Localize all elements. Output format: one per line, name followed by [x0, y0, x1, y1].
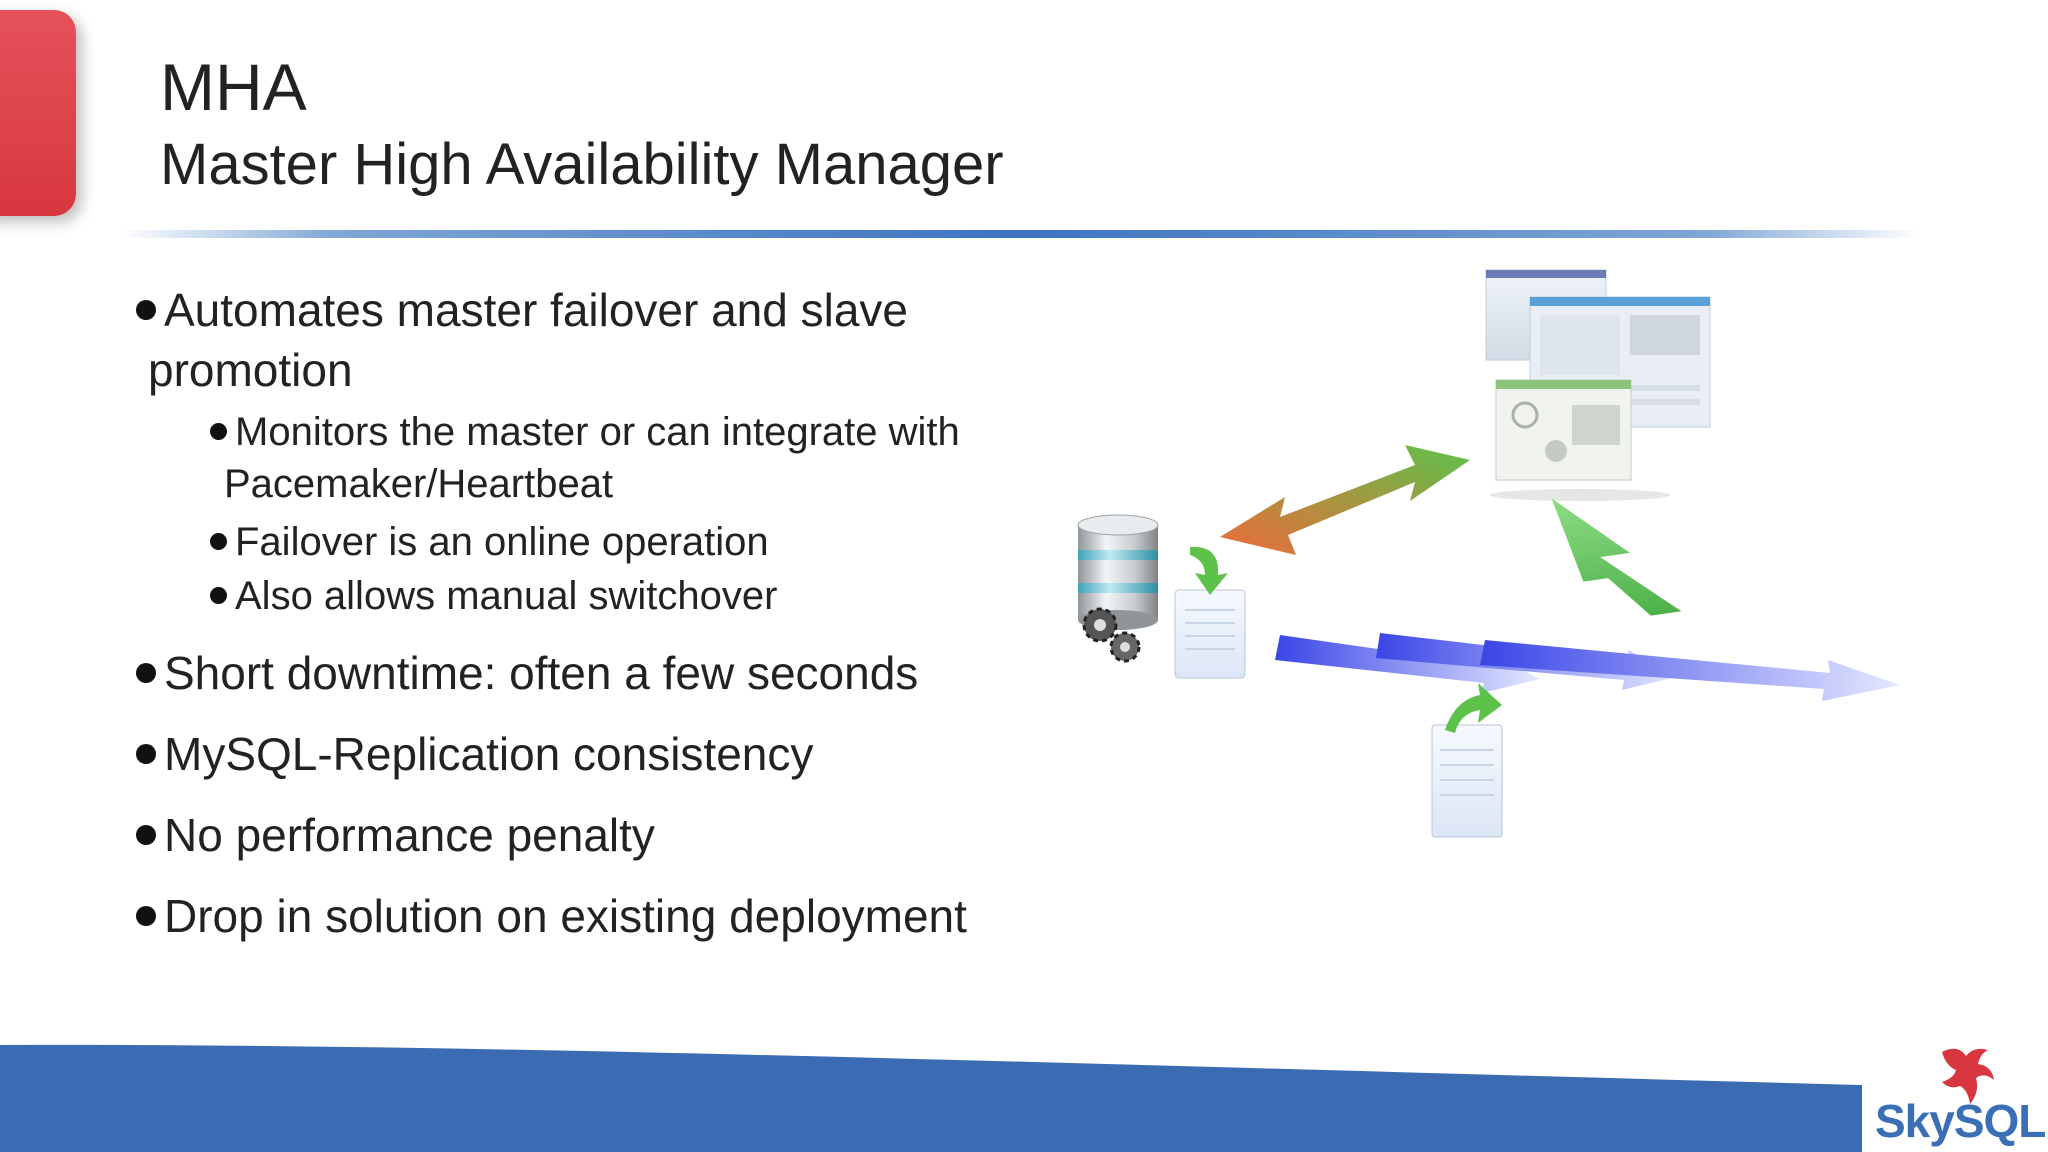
- bullet-dot: [210, 422, 227, 440]
- bullet-dot: [136, 743, 156, 764]
- bullet-dot: [210, 586, 227, 604]
- subbullet-monitors: Monitors the master or can integrate wit…: [210, 406, 960, 510]
- bullet-dot: [136, 299, 156, 320]
- bullet-dot: [136, 662, 156, 683]
- bullet-automates: Automates master failover and slave prom…: [136, 280, 908, 400]
- replication-diagram: [1077, 269, 1900, 838]
- bullet-dot: [210, 532, 227, 550]
- bullet-no-penalty: No performance penalty: [136, 805, 655, 865]
- replication-arrow-icon: [1275, 633, 1900, 701]
- logo-text: SkySQL: [1875, 1095, 2046, 1147]
- seal-logo-icon: [1942, 1048, 1994, 1104]
- bullet-replication-consistency: MySQL-Replication consistency: [136, 724, 813, 784]
- title-divider: [120, 230, 1920, 238]
- promote-arrow-icon: [1551, 498, 1682, 616]
- master-binlog-notepad-icon: [1174, 546, 1246, 679]
- footer-band: [0, 1044, 2048, 1152]
- bullet-list: Automates master failover and slave prom…: [0, 0, 1100, 1000]
- monitor-window-icon: [1485, 269, 1711, 501]
- slide-subtitle: Master High Availability Manager: [160, 132, 1004, 197]
- subbullet-failover-online: Failover is an online operation: [210, 516, 769, 568]
- bullet-dot: [136, 905, 156, 926]
- red-accent-tab: [0, 10, 76, 216]
- slave-database-icon: [1431, 683, 1503, 838]
- slide-title: MHA: [160, 50, 307, 124]
- bullet-dot: [136, 824, 156, 845]
- failover-arrow-icon: [1220, 445, 1470, 555]
- bullet-drop-in: Drop in solution on existing deployment: [136, 886, 967, 946]
- master-database-icon: [1077, 514, 1159, 663]
- subbullet-manual-switchover: Also allows manual switchover: [210, 570, 777, 622]
- bullet-short-downtime: Short downtime: often a few seconds: [136, 643, 918, 703]
